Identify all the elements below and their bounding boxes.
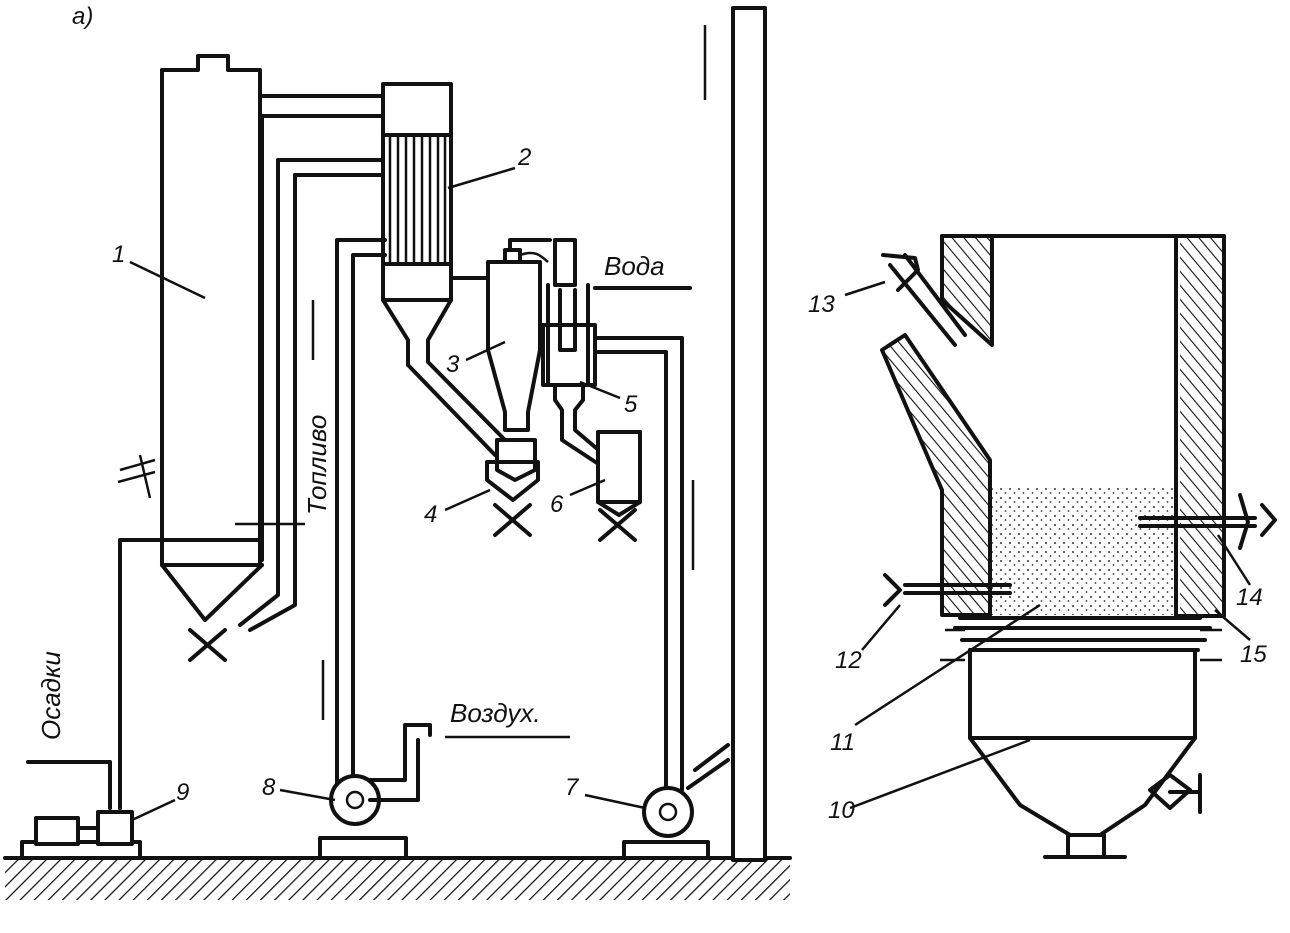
callout-1: 1 xyxy=(112,241,125,268)
callout-8: 8 xyxy=(262,774,276,801)
callout-3: 3 xyxy=(446,351,460,378)
label-fuel: Топливо xyxy=(302,415,332,515)
label-air: Воздух. xyxy=(450,698,541,728)
callout-7: 7 xyxy=(565,774,580,801)
callout-9: 9 xyxy=(176,779,189,806)
scrubber xyxy=(541,238,692,472)
callout-4: 4 xyxy=(424,501,437,528)
callout-15: 15 xyxy=(1240,641,1267,668)
exhaust-fan xyxy=(622,786,710,860)
collector-4 xyxy=(485,460,540,537)
callout-10: 10 xyxy=(828,797,855,824)
callout-11: 11 xyxy=(830,729,855,756)
callouts: 1 2 3 4 5 6 7 8 9 10 11 12 13 14 15 xyxy=(112,144,1267,824)
callout-14: 14 xyxy=(1236,584,1263,611)
heat-exchanger xyxy=(381,82,507,457)
air-fan xyxy=(311,238,570,860)
duct-to-exchanger xyxy=(238,94,387,632)
label-sludge: Осадки xyxy=(36,651,66,740)
callout-5: 5 xyxy=(624,391,638,418)
callout-2: 2 xyxy=(517,144,531,171)
callout-12: 12 xyxy=(835,647,862,674)
furnace-column xyxy=(117,54,264,662)
fluidized-bed-furnace xyxy=(880,234,1277,859)
cyclone xyxy=(449,238,552,482)
ground xyxy=(3,856,792,900)
callout-6: 6 xyxy=(550,491,564,518)
exhaust-duct xyxy=(593,336,730,792)
callout-13: 13 xyxy=(808,291,835,318)
stack xyxy=(703,6,767,862)
label-water: Вода xyxy=(604,251,665,281)
panel-label: а) xyxy=(72,3,93,30)
tank-6 xyxy=(596,430,642,542)
sludge-pump xyxy=(20,522,305,860)
